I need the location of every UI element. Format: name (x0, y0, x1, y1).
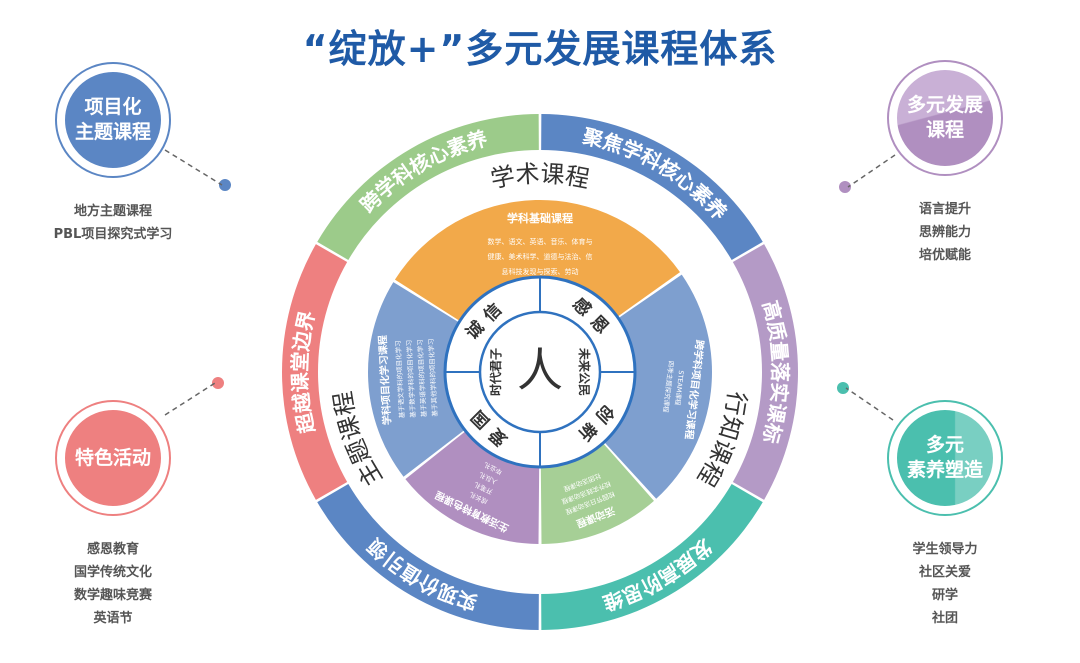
outer-ring-segment (282, 244, 348, 500)
band-label: 学术课程 (488, 160, 592, 194)
list-item: 数学趣味竞赛 (73, 588, 152, 603)
outer-ring-segment (317, 484, 539, 630)
list-item: 学生领导力 (912, 542, 978, 557)
side-diverse-development: 多元发展 课程 语言提升思辨能力培优赋能 (835, 60, 1055, 267)
inner-sector (394, 200, 681, 321)
item-list: 地方主题课程 PBL项目探究式学习 (3, 200, 223, 246)
item-list: 感恩教育国学传统文化数学趣味竞赛英语节 (3, 538, 223, 630)
sector-line: 基于语文学科的项目化学习 (393, 340, 406, 418)
outer-ring-label: 聚焦学科核心素养 (580, 124, 732, 225)
connector-dot (212, 377, 224, 389)
sector-line: 息科技发现与探索、劳动 (502, 267, 579, 276)
sector-line: 数学、语文、英语、音乐、体育与 (488, 237, 593, 246)
page-title: “绽放+”多元发展课程体系 (302, 27, 778, 71)
outer-ring-label: 跨学科核心素养 (355, 126, 489, 217)
item-list: 学生领导力社区关爱研学社团 (835, 538, 1055, 630)
list-item: 社区关爱 (918, 565, 971, 580)
sector-line: 健康、美术科学、道德与法治、信 (488, 252, 593, 261)
side-featured-activities: 特色活动 感恩教育国学传统文化数学趣味竞赛英语节 (3, 400, 223, 630)
inner-sector (367, 282, 465, 477)
list-item: PBL项目探究式学习 (53, 227, 173, 242)
bubble-label: 项目化 主题课程 (61, 68, 165, 172)
outer-ring-label-text: 聚焦学科核心素养 (580, 124, 732, 225)
sector-line: 基于其他学科的项目化学习 (426, 338, 439, 416)
list-item: 社团 (931, 611, 958, 626)
connector-dot (837, 382, 849, 394)
list-item: 英语节 (93, 611, 133, 626)
core-label: 未来公民 (577, 347, 592, 396)
side-project-theme: 项目化 主题课程 地方主题课程 PBL项目探究式学习 (3, 62, 223, 246)
sector-title: 学科基础课程 (507, 211, 573, 225)
inner-sector (540, 443, 654, 544)
list-item: 国学传统文化 (73, 565, 152, 580)
bubble-label: 特色活动 (61, 406, 165, 510)
outer-ring-label-text: 跨学科核心素养 (355, 126, 489, 217)
connector-dot (839, 181, 851, 193)
connector-dot (219, 179, 231, 191)
bubble-label: 多元 素养塑造 (893, 406, 997, 510)
list-item: 研学 (931, 588, 958, 603)
person-glyph: 人 (517, 343, 563, 397)
list-item: 培优赋能 (918, 248, 971, 263)
inner-sector (604, 274, 712, 499)
bubble-label: 多元发展 课程 (893, 66, 997, 170)
sector-line: 基于数学学科的项目化学习 (404, 340, 417, 418)
outer-ring-segment (317, 114, 539, 260)
outer-ring-segment (541, 484, 763, 630)
inner-sector (405, 431, 540, 544)
outer-ring-segment (541, 114, 763, 260)
band-label-text: 学术课程 (488, 160, 592, 194)
outer-ring-segment (732, 244, 798, 500)
list-item: 语言提升 (918, 202, 971, 217)
sector-line: STEAM课程 (673, 370, 686, 407)
item-list: 语言提升思辨能力培优赋能 (835, 198, 1055, 267)
list-item: 思辨能力 (918, 225, 971, 240)
list-item: 地方主题课程 (73, 204, 152, 219)
sector-line: 基于英语学科的项目化学习 (415, 339, 428, 417)
side-literacy-shaping: 多元 素养塑造 学生领导力社区关爱研学社团 (835, 400, 1055, 630)
list-item: 感恩教育 (86, 542, 139, 557)
core-label: 时代君子 (488, 348, 503, 396)
